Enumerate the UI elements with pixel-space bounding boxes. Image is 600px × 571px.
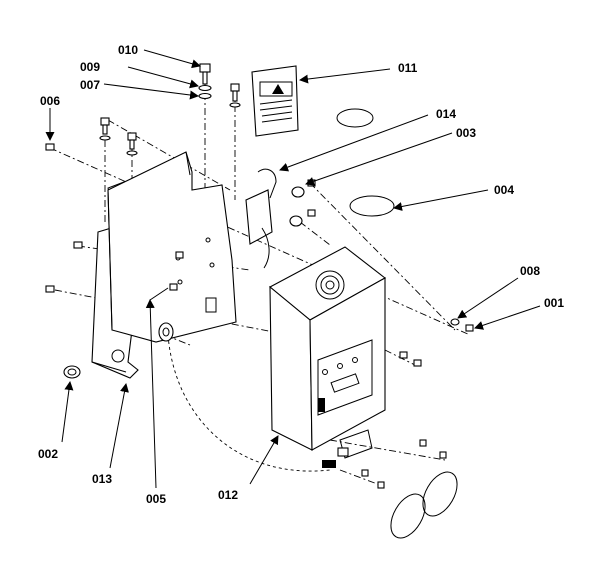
part-label-009: 009	[80, 60, 100, 74]
part-label-013: 013	[92, 472, 112, 486]
part-label-002: 002	[38, 447, 58, 461]
part-label-001: 001	[544, 296, 564, 310]
enclosure-box-012	[269, 246, 386, 459]
part-label-008: 008	[520, 264, 540, 278]
part-label-012: 012	[218, 488, 238, 502]
mounting-plate-014	[245, 168, 277, 269]
part-label-004: 004	[494, 183, 514, 197]
leader-lines	[45, 49, 541, 489]
part-label-006: 006	[40, 94, 60, 108]
part-label-005: 005	[146, 492, 166, 506]
part-label-011: 011	[398, 61, 418, 75]
part-label-003: 003	[456, 126, 476, 140]
part-number-labels: 010 009 007 006 011 014 003 004 008 001 …	[38, 43, 564, 506]
warning-label-011	[251, 65, 299, 137]
part-label-010: 010	[118, 43, 138, 57]
fasteners	[45, 63, 474, 489]
part-label-007: 007	[80, 78, 100, 92]
part-label-014: 014	[436, 107, 456, 121]
back-panel-005	[107, 151, 237, 343]
